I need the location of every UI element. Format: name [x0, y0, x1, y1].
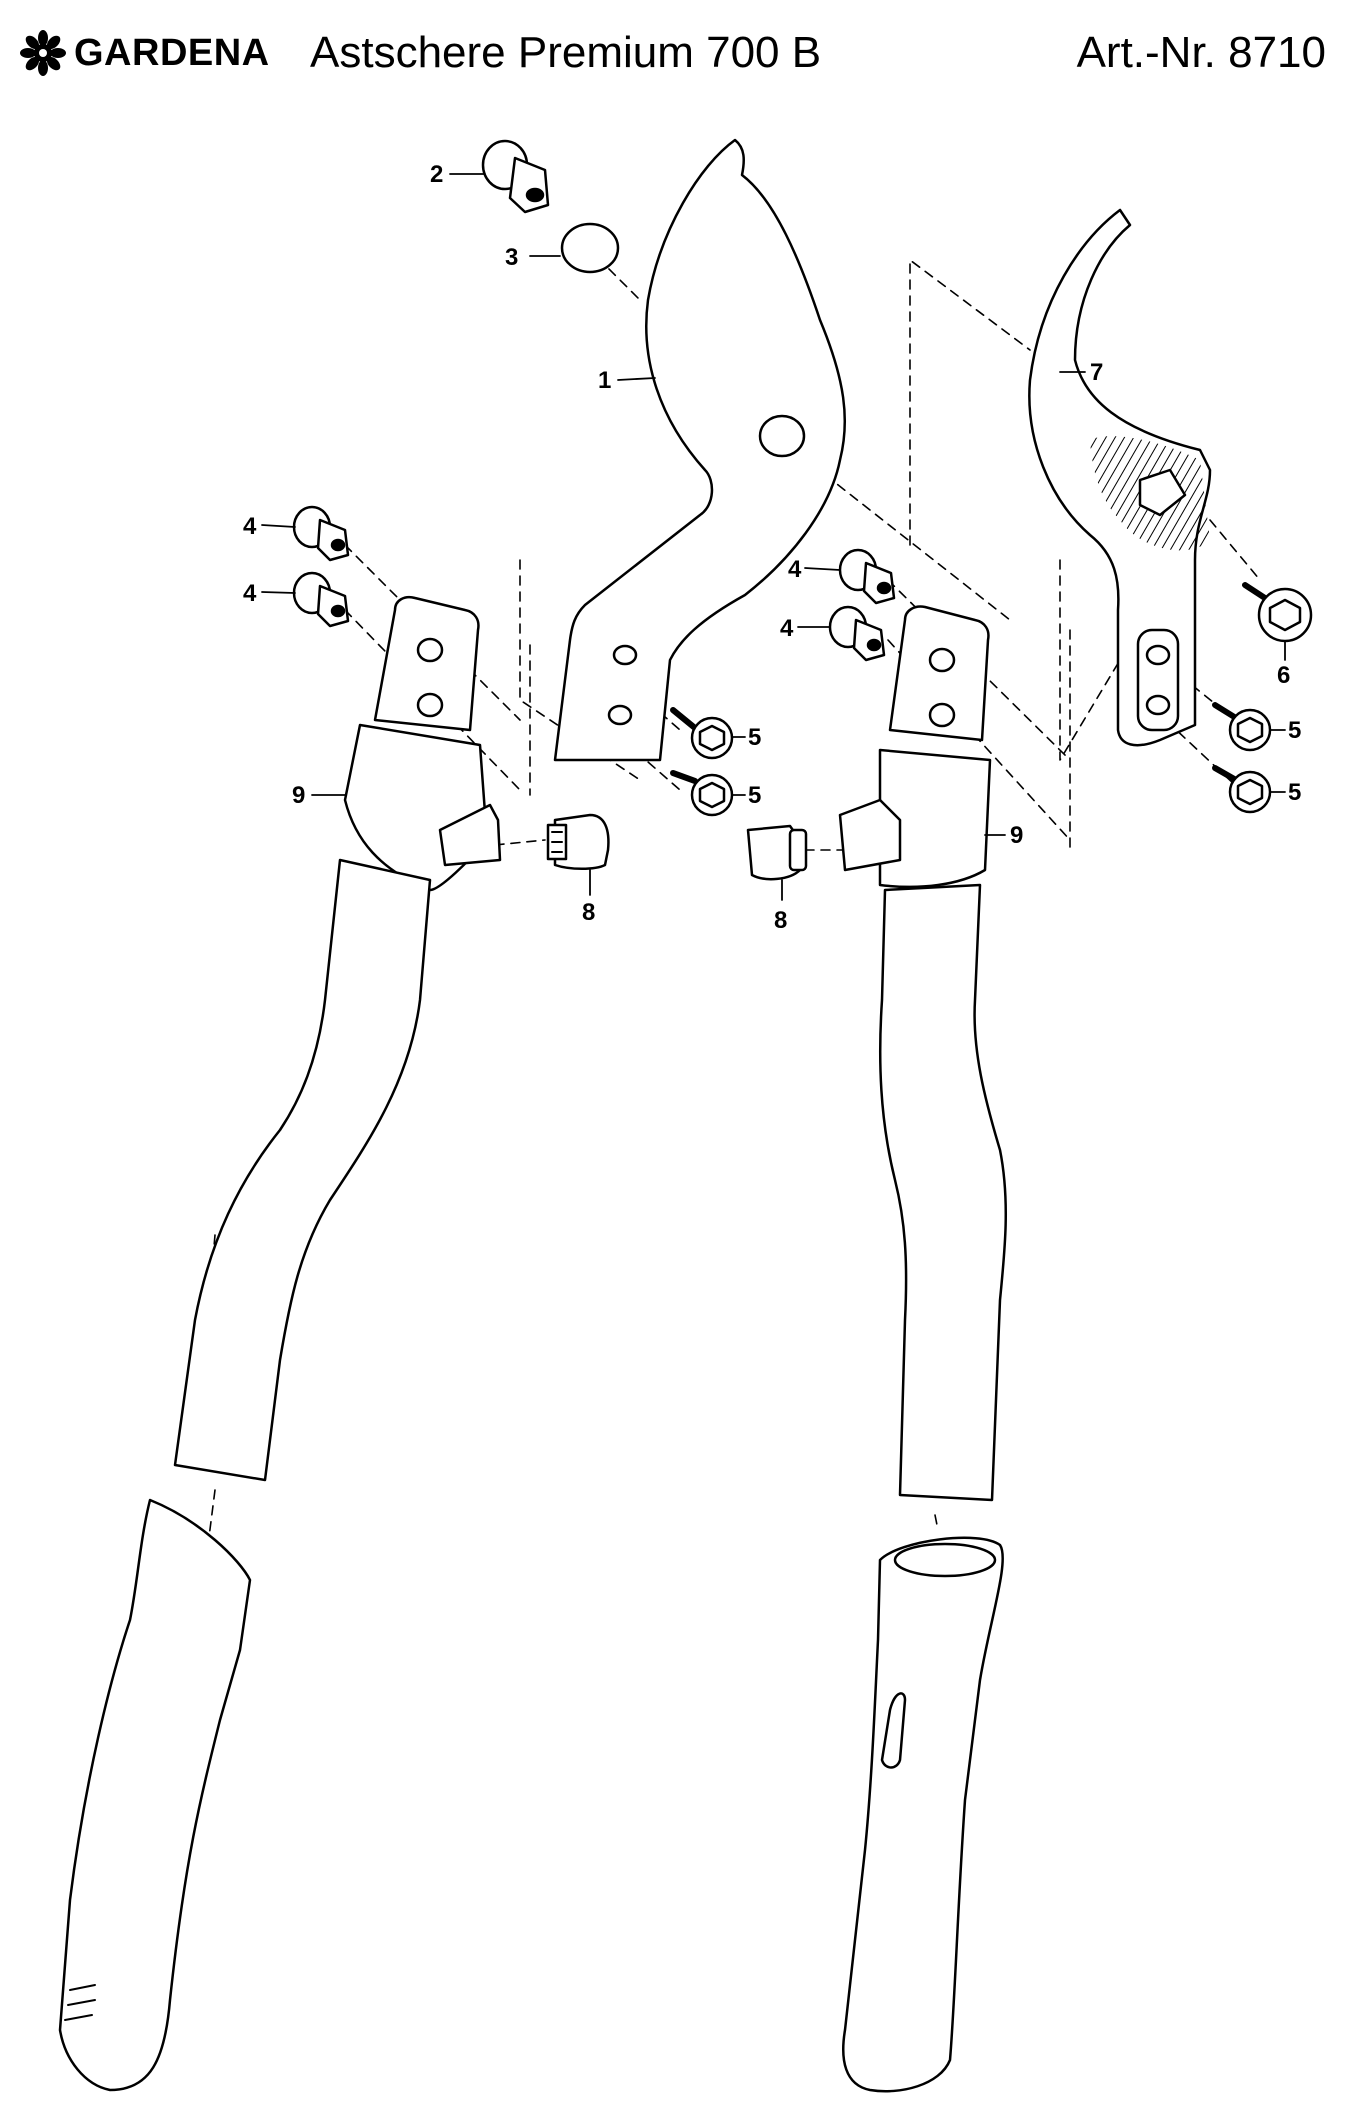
callout-3: 3: [505, 244, 518, 271]
part-2-nut-icon: [481, 139, 550, 214]
assembly-lines: [204, 234, 1261, 1546]
handle-hole: [928, 702, 956, 728]
part-9-right-collar: [878, 748, 992, 889]
part-4-nut-icon: [828, 605, 886, 662]
article-number: Art.-Nr. 8710: [1076, 28, 1326, 77]
handle-hole: [416, 692, 444, 718]
callout-9: 9: [1010, 822, 1023, 849]
part-9-right-grip: [842, 1536, 1004, 2093]
part-9-left-handle-head: [373, 595, 480, 732]
part-4-nut-icon: [292, 571, 350, 628]
part-8-plug-right: [746, 824, 808, 881]
callout-4: 4: [780, 615, 794, 642]
part-9-left-grip: [58, 1498, 252, 2092]
part-1-hole: [612, 644, 638, 666]
part-1-blade: [553, 138, 847, 762]
part-7-hole: [1145, 694, 1171, 716]
part-9-right-lug: [838, 798, 902, 872]
callout-5: 5: [748, 782, 761, 809]
page-title: Astschere Premium 700 B: [310, 28, 822, 77]
callout-4: 4: [243, 513, 257, 540]
part-3-washer: [560, 222, 620, 274]
part-4-nut-icon: [838, 548, 896, 605]
callout-4: 4: [243, 580, 257, 607]
handle-hole: [416, 637, 444, 663]
brand-name: GARDENA: [74, 31, 270, 74]
handle-hole: [928, 647, 956, 673]
part-9-right-handle-head: [888, 605, 990, 742]
gardena-flower-logo-icon: [20, 30, 66, 76]
part-1-hole: [607, 704, 633, 726]
callout-6: 6: [1277, 662, 1290, 689]
callout-8: 8: [774, 907, 787, 934]
callout-5: 5: [1288, 717, 1301, 744]
leader-lines: [261, 173, 1286, 901]
callout-8: 8: [582, 899, 595, 926]
part-5-bolt-icon: [670, 707, 734, 760]
part-1-pivot-hole: [758, 414, 806, 458]
part-4-nut-icon: [292, 505, 350, 562]
part-8-plug-left: [546, 813, 610, 870]
part-7-hole: [1145, 644, 1171, 666]
part-7-hex-recess: [1138, 468, 1187, 517]
page-header: GARDENA Astschere Premium 700 B Art.-Nr.…: [0, 0, 1346, 110]
callout-7: 7: [1090, 359, 1103, 386]
callout-5: 5: [748, 724, 761, 751]
part-5-bolt-icon: [670, 770, 734, 817]
brand-logo: GARDENA: [20, 30, 270, 76]
callout-5: 5: [1288, 779, 1301, 806]
part-9-left-lug: [438, 803, 502, 867]
part-9-left-tube: [173, 858, 432, 1482]
callout-9: 9: [292, 782, 305, 809]
part-5-bolt-icon: [1212, 702, 1272, 752]
callout-1: 1: [598, 367, 611, 394]
callout-4: 4: [788, 556, 802, 583]
part-5-bolt-icon: [1212, 765, 1272, 814]
part-6-bolt-icon: [1242, 582, 1313, 643]
part-9-right-tube: [878, 883, 1007, 1502]
callout-2: 2: [430, 161, 443, 188]
